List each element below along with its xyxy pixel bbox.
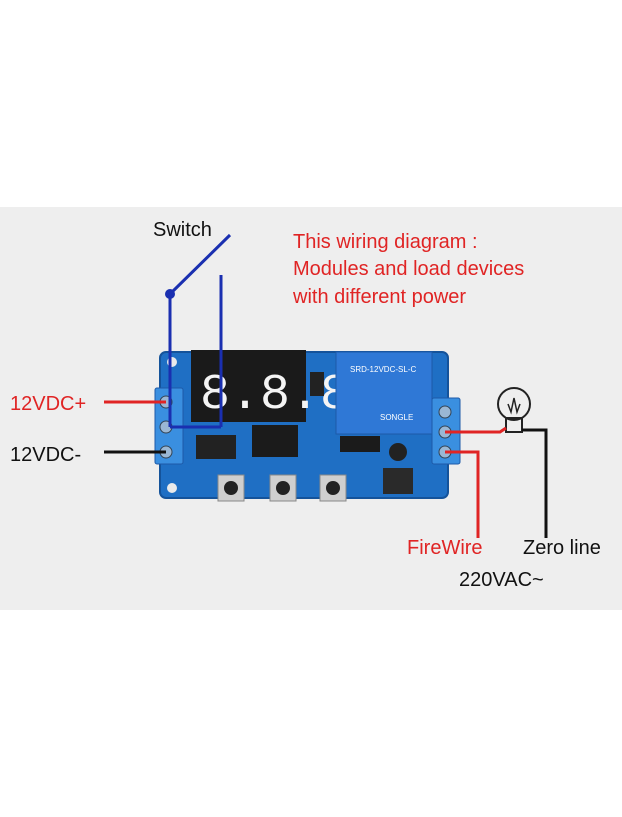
note-line-2: Modules and load devices bbox=[293, 258, 525, 280]
button-k2 bbox=[269, 474, 297, 502]
light-bulb-icon bbox=[497, 387, 531, 433]
note-line-3: with different power bbox=[293, 286, 467, 308]
firewire-label: FireWire bbox=[407, 537, 483, 559]
firewire-wire bbox=[445, 450, 480, 538]
mounting-hole bbox=[167, 483, 177, 493]
note-line-1: This wiring diagram : bbox=[293, 231, 478, 253]
load-live-wire bbox=[445, 426, 507, 434]
zero-line-label: Zero line bbox=[523, 537, 601, 559]
relay bbox=[335, 351, 433, 435]
zero-line-wire bbox=[522, 428, 548, 538]
vdc-negative-label: 12VDC- bbox=[10, 444, 82, 466]
diode bbox=[340, 436, 380, 452]
led-indicator bbox=[389, 443, 407, 461]
button-k3 bbox=[319, 474, 347, 502]
transistor bbox=[383, 468, 413, 494]
vac-label: 220VAC~ bbox=[459, 569, 544, 591]
seven-segment-display bbox=[191, 350, 306, 422]
button-k1 bbox=[217, 474, 245, 502]
relay-brand-text: SONGLE bbox=[380, 413, 413, 422]
optocoupler bbox=[196, 435, 236, 459]
switch-lever-wire bbox=[168, 233, 232, 296]
vdc-positive-label: 12VDC+ bbox=[10, 393, 87, 415]
relay-model-text: SRD-12VDC-SL-C bbox=[350, 365, 416, 374]
switch-label: Switch bbox=[153, 219, 212, 241]
microcontroller-chip bbox=[252, 425, 298, 457]
